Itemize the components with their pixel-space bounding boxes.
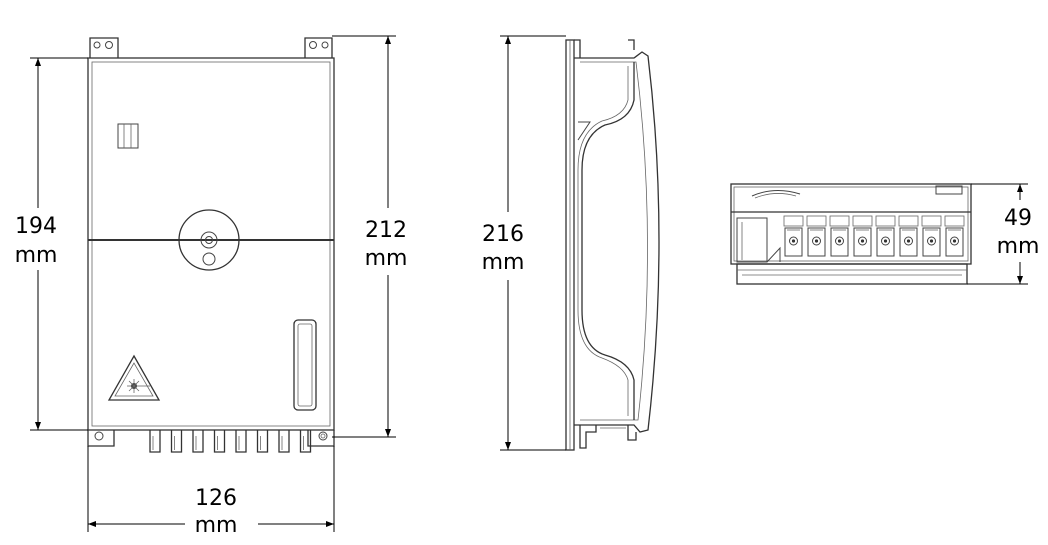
- front-width-unit: mm: [195, 513, 238, 538]
- bottom-depth-value: 49: [1004, 206, 1032, 231]
- side-height-unit: mm: [482, 250, 525, 275]
- cable-gland: [235, 430, 247, 453]
- bottom-dimensions: [967, 183, 1028, 285]
- cable-gland: [192, 430, 204, 453]
- front-dimensions: [30, 35, 396, 532]
- bottom-depth-unit: mm: [997, 234, 1040, 259]
- front-height-unit: mm: [15, 243, 58, 268]
- connector-port: [783, 215, 804, 257]
- front-view: [87, 37, 335, 453]
- front-height-total-value: 212: [365, 218, 407, 243]
- connector-port: [921, 215, 942, 257]
- laser-warning-icon: [107, 354, 161, 401]
- side-height-value: 216: [482, 222, 524, 247]
- cable-gland: [299, 430, 312, 453]
- front-width-value: 126: [195, 486, 237, 511]
- cable-gland: [149, 430, 161, 453]
- connector-port: [829, 215, 850, 257]
- cable-gland: [278, 430, 290, 453]
- cable-gland: [170, 430, 183, 453]
- connector-port: [806, 215, 827, 257]
- cable-gland: [256, 430, 269, 453]
- connector-port: [875, 215, 896, 257]
- front-height-value: 194: [15, 214, 57, 239]
- front-height-total-unit: mm: [365, 246, 408, 271]
- connector-port: [944, 215, 965, 257]
- bottom-view: [730, 183, 972, 285]
- side-view: [565, 39, 660, 451]
- connector-port: [898, 215, 919, 257]
- connector-port: [852, 215, 873, 257]
- cable-gland: [213, 430, 226, 453]
- side-dimensions: [500, 35, 566, 451]
